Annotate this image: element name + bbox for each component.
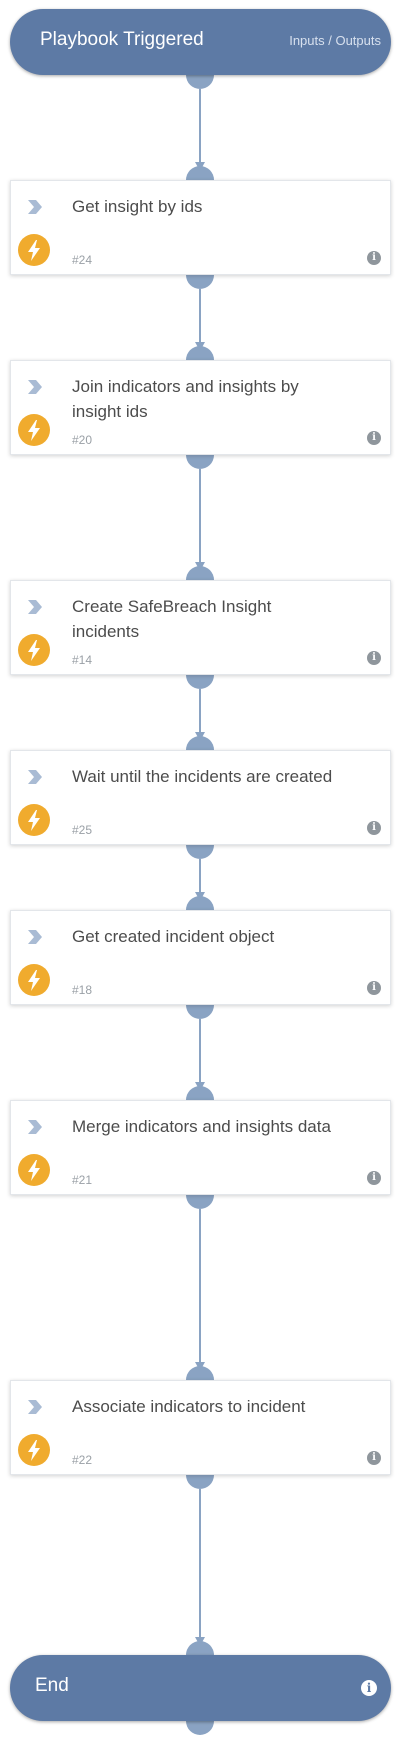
output-port[interactable] [186,1721,214,1735]
info-icon[interactable]: i [367,431,381,445]
task-title: Get created incident object [72,927,275,946]
task-id: #22 [72,1453,93,1467]
task-id: #14 [72,653,93,667]
chevron-right-icon [25,767,45,787]
output-port[interactable] [186,455,214,469]
info-icon[interactable]: i [367,651,381,665]
lightning-bolt-icon [18,804,50,836]
info-icon[interactable]: i [367,821,381,835]
connector-line [199,689,201,732]
end-node-title: End [35,1675,69,1696]
task-card[interactable]: Merge indicators and insights data #21 i [10,1100,391,1195]
task-id: #21 [72,1173,93,1187]
start-node-title: Playbook Triggered [40,29,204,50]
task-title: Wait until the incidents are created [72,767,333,786]
chevron-right-icon [25,377,45,397]
input-port[interactable] [186,1086,214,1100]
playbook-triggered-node[interactable]: Playbook Triggered Inputs / Outputs [10,9,391,75]
task-title: Get insight by ids [72,197,203,216]
output-port[interactable] [186,1475,214,1489]
task-card[interactable]: Create SafeBreach Insight incidents #14 i [10,580,391,675]
output-port[interactable] [186,75,214,89]
lightning-bolt-icon [18,234,50,266]
connector-line [199,469,201,562]
task-id: #18 [72,983,93,997]
connector-line [199,1019,201,1082]
input-port[interactable] [186,566,214,580]
chevron-right-icon [25,927,45,947]
connector-line [199,89,201,162]
chevron-right-icon [25,197,45,217]
output-port[interactable] [186,845,214,859]
input-port[interactable] [186,1366,214,1380]
connector-line [199,859,201,892]
input-port[interactable] [186,1641,214,1655]
input-port[interactable] [186,346,214,360]
output-port[interactable] [186,1195,214,1209]
task-card[interactable]: Associate indicators to incident #22 i [10,1380,391,1475]
info-icon[interactable]: i [367,1451,381,1465]
lightning-bolt-icon [18,964,50,996]
task-title: Create SafeBreach Insight incidents [72,597,272,641]
connector-line [199,289,201,342]
connector-line [199,1209,201,1362]
chevron-right-icon [25,1397,45,1417]
task-title: Associate indicators to incident [72,1397,306,1416]
lightning-bolt-icon [18,1434,50,1466]
output-port[interactable] [186,275,214,289]
end-node[interactable]: End i [10,1655,391,1721]
task-card[interactable]: Wait until the incidents are created #25 i [10,750,391,845]
output-port[interactable] [186,1005,214,1019]
lightning-bolt-icon [18,414,50,446]
task-title: Merge indicators and insights data [72,1117,331,1136]
input-port[interactable] [186,166,214,180]
task-id: #24 [72,253,93,267]
info-icon[interactable]: i [361,1680,377,1696]
connector-line [199,1489,201,1637]
info-icon[interactable]: i [367,981,381,995]
input-port[interactable] [186,736,214,750]
task-id: #20 [72,433,93,447]
inputs-outputs-link[interactable]: Inputs / Outputs [289,33,381,48]
lightning-bolt-icon [18,1154,50,1186]
task-card[interactable]: Get created incident object #18 i [10,910,391,1005]
output-port[interactable] [186,675,214,689]
info-icon[interactable]: i [367,251,381,265]
task-id: #25 [72,823,93,837]
lightning-bolt-icon [18,634,50,666]
chevron-right-icon [25,1117,45,1137]
task-title: Join indicators and insights by insight … [72,377,299,421]
task-card[interactable]: Join indicators and insights by insight … [10,360,391,455]
info-icon[interactable]: i [367,1171,381,1185]
input-port[interactable] [186,896,214,910]
task-card[interactable]: Get insight by ids #24 i [10,180,391,275]
chevron-right-icon [25,597,45,617]
